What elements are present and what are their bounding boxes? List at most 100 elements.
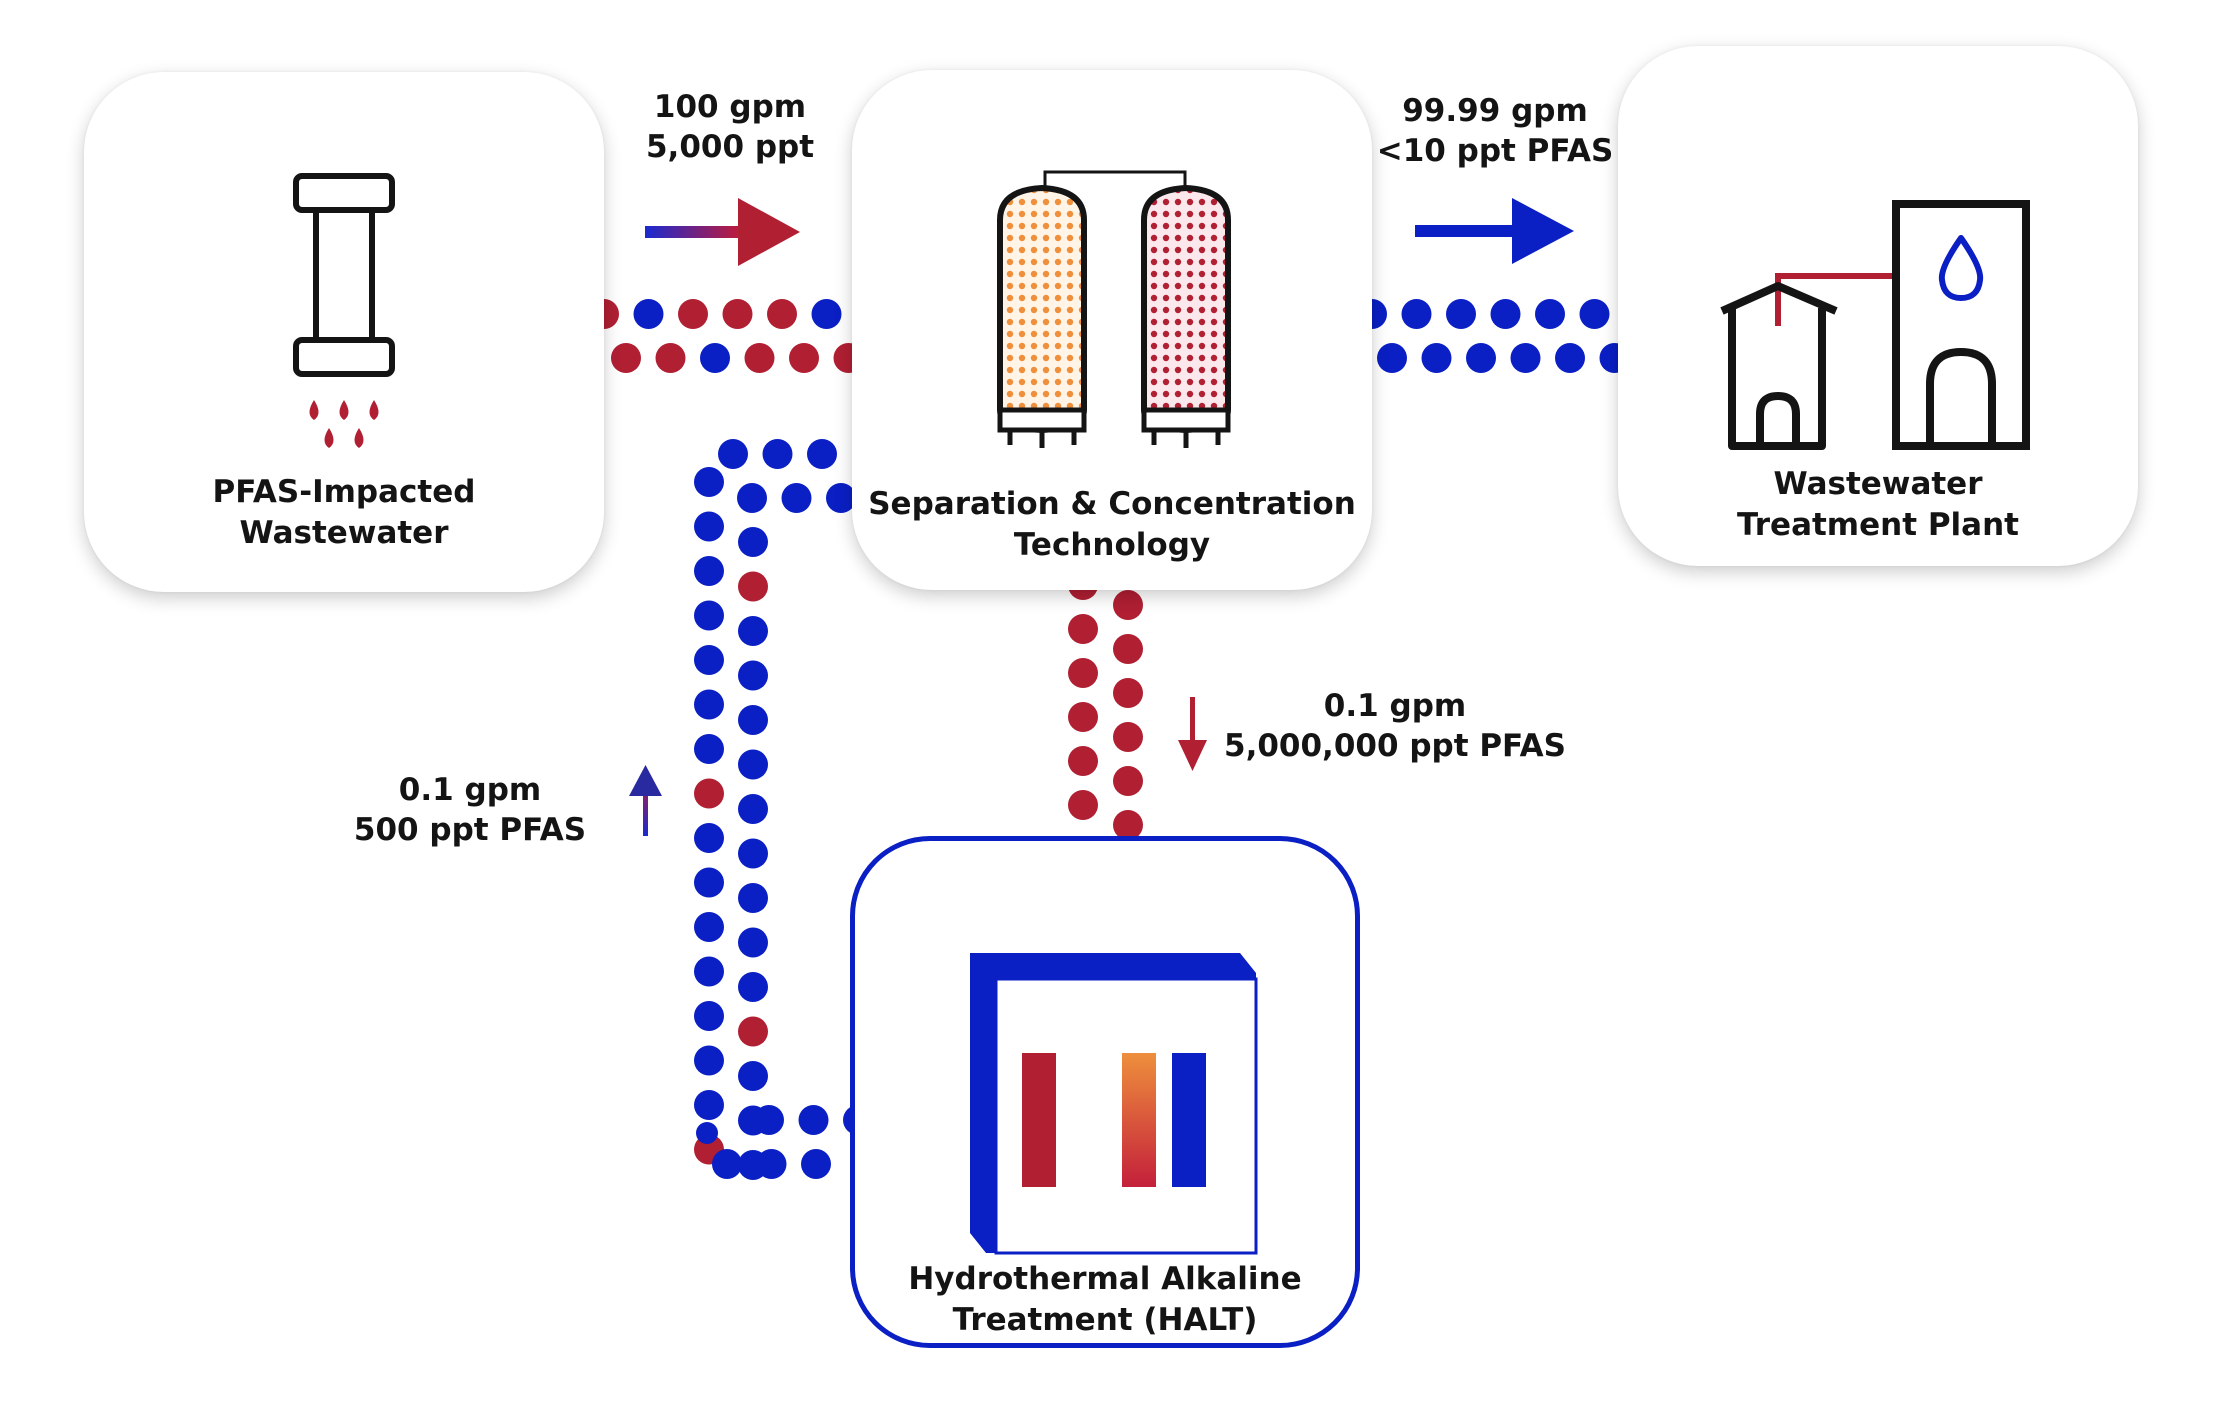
source-label-line2: Wastewater	[239, 515, 449, 551]
return-pipe-dot	[694, 778, 724, 809]
return-pipe-dot	[738, 705, 768, 735]
return-pipe-dot	[694, 1045, 724, 1076]
return-pipe-dot	[694, 1090, 724, 1120]
concentrate-pipe-dot	[1068, 658, 1098, 688]
reactor-icon	[970, 953, 1258, 1255]
return-pipe-dot	[738, 616, 768, 646]
return-pipe-dot	[738, 527, 768, 557]
outflow-pipe-dot	[1490, 299, 1521, 329]
halt-label: Hydrothermal Alkaline Treatment (HALT)	[855, 1259, 1355, 1341]
separation-label: Separation & Concentration Technology	[852, 484, 1372, 566]
return-pipe-dot	[738, 660, 768, 691]
return-pipe-dot	[718, 439, 748, 469]
return-pipe-dot	[694, 689, 724, 720]
return-pipe-dot	[738, 883, 768, 913]
concentrate-pipe-dot	[1068, 746, 1098, 776]
return-pipe-dot	[738, 794, 768, 824]
concentrate-pipe-dot	[1113, 810, 1143, 840]
inflow-label: 100 gpm 5,000 ppt	[630, 87, 830, 167]
inflow-pipe-dot	[678, 299, 708, 329]
separation-card: Separation & Concentration Technology	[852, 70, 1372, 590]
concentrate-label: 0.1 gpm 5,000,000 ppt PFAS	[1220, 686, 1570, 766]
plant-card: Wastewater Treatment Plant	[1618, 46, 2138, 566]
concentrate-concentration: 5,000,000 ppt PFAS	[1224, 728, 1566, 764]
inflow-pipe-dot	[611, 343, 641, 373]
plant-label-line2: Treatment Plant	[1737, 507, 2019, 543]
concentrate-pipe-dot	[1113, 766, 1143, 796]
return-pipe-dot	[694, 734, 724, 764]
return-pipe-dot	[694, 956, 724, 987]
return-pipe-dot	[694, 823, 724, 853]
outflow-pipe-dot	[1510, 343, 1541, 373]
inflow-pipe-dot	[700, 343, 730, 373]
outflow-pipe-dot	[1535, 299, 1565, 329]
separation-label-line1: Separation & Concentration	[868, 486, 1356, 522]
return-rate: 0.1 gpm	[398, 772, 542, 808]
return-pipe-dot	[738, 749, 768, 780]
return-pipe-dot	[756, 1149, 787, 1179]
return-up-arrow-icon	[629, 765, 662, 836]
return-pipe-dot	[738, 838, 768, 869]
leaking-pipe-icon	[293, 173, 395, 448]
return-pipe-dot	[694, 645, 724, 675]
concentrate-pipe-dot	[1068, 614, 1098, 644]
return-pipe-dot	[694, 511, 724, 542]
inflow-pipe-dot	[767, 299, 797, 329]
return-pipe-dot	[807, 439, 837, 469]
halt-label-line1: Hydrothermal Alkaline	[908, 1261, 1302, 1297]
concentrate-pipe-dot	[1068, 702, 1098, 732]
return-pipe-dot	[712, 1149, 742, 1179]
concentrate-down-arrow-icon	[1178, 697, 1207, 771]
concentrate-pipe-dot	[1113, 722, 1143, 752]
return-concentration: 500 ppt PFAS	[353, 812, 587, 848]
return-pipe-dot	[694, 912, 724, 942]
source-card: PFAS-Impacted Wastewater	[84, 72, 604, 592]
inflow-pipe-dot	[744, 343, 775, 373]
return-pipe-dot	[694, 1001, 724, 1031]
return-pipe-dot	[738, 571, 768, 602]
halt-label-line2: Treatment (HALT)	[952, 1302, 1258, 1338]
outflow-pipe-dot	[1401, 299, 1432, 329]
return-pipe-dot	[694, 467, 724, 497]
inflow-rate: 100 gpm	[653, 89, 807, 125]
return-pipe-dot	[738, 1061, 768, 1091]
return-pipe-dot	[801, 1149, 831, 1179]
inflow-arrow-icon	[645, 198, 800, 266]
separation-label-line2: Technology	[1013, 527, 1211, 563]
return-label: 0.1 gpm 500 ppt PFAS	[340, 770, 600, 850]
treatment-plant-icon	[1720, 200, 2030, 450]
outflow-pipe-dot	[1446, 299, 1476, 329]
inflow-pipe-dot	[722, 299, 753, 329]
return-pipe-dot	[738, 927, 768, 958]
inflow-pipe-dot	[655, 343, 686, 373]
concentrate-pipe-dot	[1068, 790, 1098, 820]
return-pipe-dot	[694, 556, 724, 586]
concentrate-pipe-dot	[1113, 678, 1143, 708]
return-pipe-dot	[738, 972, 768, 1002]
return-pipe-dot	[738, 1016, 768, 1047]
plant-label: Wastewater Treatment Plant	[1618, 464, 2138, 546]
outflow-concentration: <10 ppt PFAS	[1376, 133, 1614, 169]
return-pipe-dot	[696, 1122, 718, 1144]
source-label: PFAS-Impacted Wastewater	[84, 472, 604, 554]
return-pipe-dot	[694, 600, 724, 631]
outflow-rate: 99.99 gpm	[1402, 93, 1588, 129]
source-label-line1: PFAS-Impacted	[212, 474, 476, 510]
concentrate-pipe-dot	[1113, 590, 1143, 620]
return-pipe-dot	[762, 439, 793, 469]
outflow-label: 99.99 gpm <10 ppt PFAS	[1370, 91, 1620, 171]
return-pipe-dot	[694, 867, 724, 898]
outflow-pipe-dot	[1377, 343, 1407, 373]
outflow-pipe-dot	[1466, 343, 1496, 373]
inflow-concentration: 5,000 ppt	[645, 129, 815, 165]
outflow-pipe-dot	[1555, 343, 1585, 373]
return-pipe-dot	[826, 483, 856, 513]
outflow-pipe-dot	[1579, 299, 1610, 329]
outflow-arrow-icon	[1415, 198, 1574, 264]
return-pipe-dot	[781, 483, 812, 513]
inflow-pipe-dot	[633, 299, 664, 329]
concentrate-rate: 0.1 gpm	[1323, 688, 1467, 724]
inflow-pipe-dot	[811, 299, 842, 329]
outflow-pipe-dot	[1421, 343, 1452, 373]
return-pipe-dot	[798, 1105, 829, 1135]
